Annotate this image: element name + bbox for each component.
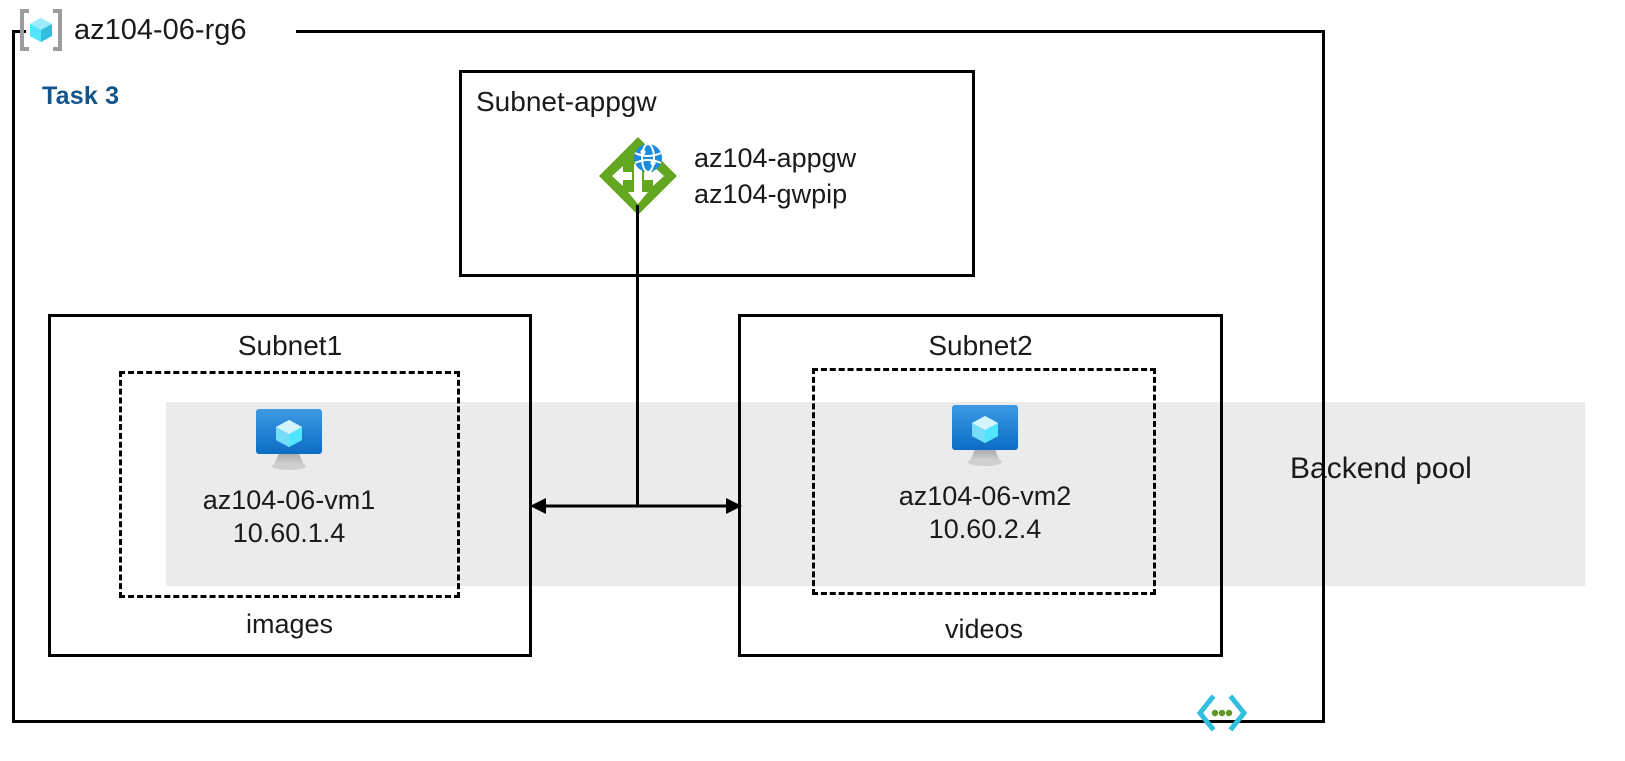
appgw-name-line-2: az104-gwpip [694,179,848,209]
subnet1-title: Subnet1 [237,330,343,361]
vm2-ip: 10.60.2.4 [928,514,1042,544]
vm2-labels: az104-06-vm2 10.60.2.4 [899,480,1072,546]
subnet-appgw-title: Subnet-appgw [476,86,657,117]
subnet-appgw-box: Subnet-appgw [459,70,975,277]
resource-group-name: az104-06-rg6 [74,14,247,46]
resource-group-title-mask [26,16,296,46]
virtual-machine-icon [250,404,328,476]
backend-pool-band [166,402,1585,586]
vm2-node: az104-06-vm2 10.60.2.4 [855,400,1115,546]
appgw-name-line-1: az104-appgw [694,143,857,173]
subnet2-caption: videos [944,614,1024,644]
vm1-ip: 10.60.1.4 [232,518,346,548]
subnet2-box: Subnet2 [738,314,1223,657]
subnet1-box: Subnet1 [48,314,532,657]
subnet1-caption: images [245,609,334,639]
vm1-node: az104-06-vm1 10.60.1.4 [159,404,419,550]
vm1-dashed-group [119,371,460,598]
application-gateway-node: az104-appgw az104-gwpip [596,134,856,218]
resource-group-cube-icon [18,8,64,52]
task-label: Task 3 [42,82,120,110]
application-gateway-labels: az104-appgw az104-gwpip [694,140,856,212]
resource-group-header: az104-06-rg6 [18,6,247,54]
vm1-name: az104-06-vm1 [202,485,376,515]
virtual-machine-icon [946,400,1024,472]
resource-group-boundary [12,30,1325,723]
backend-pool-label: Backend pool [1290,452,1472,485]
connector-vm1-vm2 [528,493,744,519]
vm2-dashed-group [812,368,1156,595]
connector-appgw-to-vms [636,205,639,505]
code-brackets-icon [1196,694,1248,732]
application-gateway-icon [596,134,680,218]
subnet2-title: Subnet2 [928,330,1033,361]
vm2-name: az104-06-vm2 [898,481,1072,511]
vm1-labels: az104-06-vm1 10.60.1.4 [203,484,376,550]
